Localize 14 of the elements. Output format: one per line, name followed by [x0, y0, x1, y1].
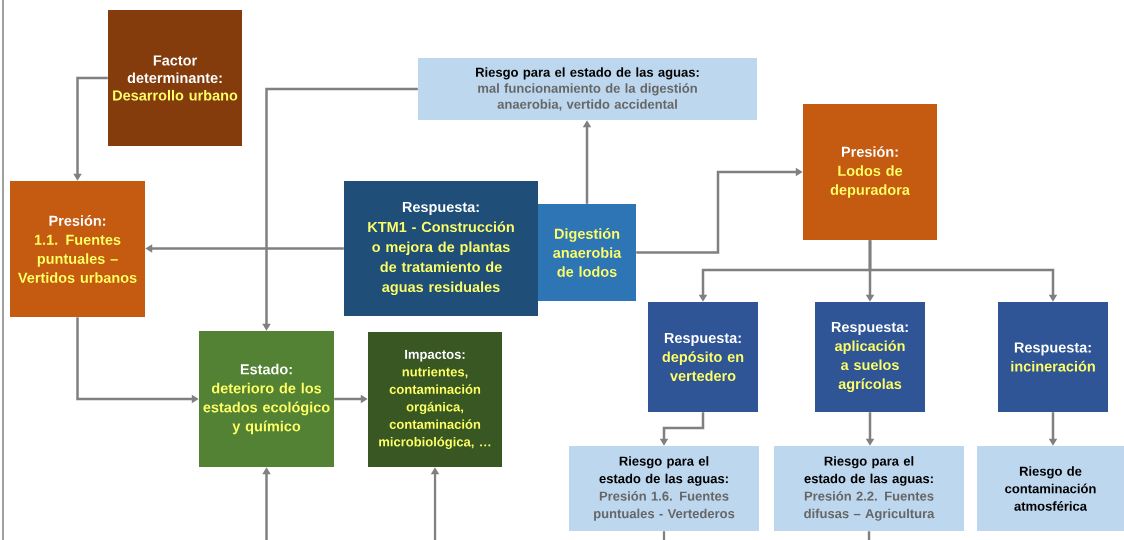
response-box: Respuesta: incineración [998, 302, 1108, 412]
risk-box: Riesgo para el estado de las aguas: Presión 2.2. Fuentes difusas – Agricultura [774, 446, 964, 531]
risk-box: Riesgo para el estado de las aguas: Presión 1.6. Fuentes puntuales - Vertederos [569, 446, 759, 531]
pressure-box: Presión: Lodos de depuradora [803, 104, 937, 240]
process-box: Digestión anaerobia de lodos [538, 204, 636, 301]
response-box: Respuesta: aplicación a suelos agrícolas [815, 302, 925, 412]
risk-box: Riesgo de contaminación atmosférica [977, 446, 1124, 531]
pressure-box: Presión: 1.1. Fuentes puntuales – Vertidos urbanos [10, 181, 145, 317]
response-box: Respuesta: KTM1 - Construcción o mejora de plantas de tratamiento de aguas residuales [344, 181, 538, 316]
risk-box: Riesgo para el estado de las aguas: mal funcionamiento de la digestión anaerobia, vertido accidental [418, 58, 757, 120]
state-box: Estado: deterioro de los estados ecológico y químico [199, 331, 334, 467]
factor-box: Factor determinante: Desarrollo urbano [108, 10, 242, 146]
impact-box: Impactos: nutrientes, contaminación orgánica, contaminación microbiológica, … [368, 332, 502, 467]
response-box: Respuesta: depósito en vertedero [648, 302, 758, 412]
